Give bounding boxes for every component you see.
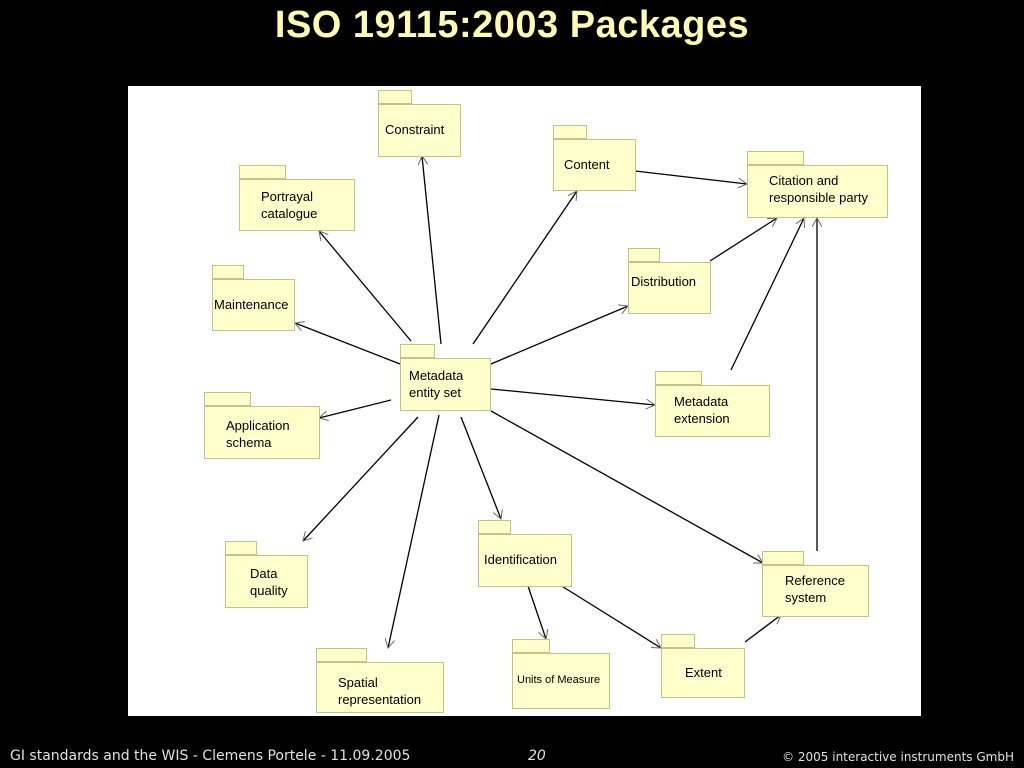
dep-mes-extension	[490, 388, 655, 405]
dep-mes-identification	[460, 416, 501, 519]
dep-mes-distribution	[490, 306, 628, 365]
dep-mes-refsystem	[490, 410, 763, 564]
footer-page-number: 20	[528, 748, 546, 764]
dep-distribution-citation	[709, 218, 777, 262]
footer-copyright: © 2005 interactive instruments GmbH	[782, 750, 1014, 764]
dep-mes-dataquality	[303, 416, 419, 541]
dep-identification-units	[527, 585, 546, 639]
dep-mes-constraint	[422, 156, 442, 345]
package-content: Content	[553, 125, 636, 191]
dep-extent-refsystem	[744, 615, 781, 643]
package-spatial-representation: Spatial representation	[316, 648, 444, 713]
dep-mes-spatial	[388, 414, 440, 648]
package-constraint: Constraint	[378, 90, 461, 157]
package-metadata-extension: Metadata extension	[655, 371, 770, 437]
dep-extension-citation	[730, 218, 804, 371]
dep-mes-portrayal	[319, 231, 412, 342]
dep-mes-maintenance	[295, 323, 401, 365]
package-reference-system: Reference system	[762, 551, 869, 617]
dep-mes-appschema	[319, 399, 392, 418]
package-units-of-measure: Units of Measure	[512, 639, 610, 709]
package-portrayal-catalogue: Portrayal catalogue	[239, 165, 355, 231]
dep-content-citation	[634, 170, 747, 184]
package-data-quality: Data quality	[225, 541, 308, 608]
package-maintenance: Maintenance	[212, 265, 295, 331]
package-distribution: Distribution	[628, 248, 711, 314]
package-metadata-entity-set: Metadata entity set	[400, 344, 491, 411]
slide-title: ISO 19115:2003 Packages	[274, 4, 750, 46]
package-application-schema: Application schema	[204, 392, 320, 459]
package-identification: Identification	[478, 520, 572, 587]
footer-presentation-info: GI standards and the WIS - Clemens Porte…	[10, 748, 411, 764]
dep-identification-extent	[559, 584, 661, 649]
dep-mes-content	[472, 191, 577, 345]
package-citation-and-responsible-party: Citation and responsible party	[747, 151, 888, 218]
package-extent: Extent	[661, 634, 745, 698]
dependency-lines	[128, 86, 921, 716]
package-diagram: Constraint Content Citation and responsi…	[128, 86, 921, 716]
